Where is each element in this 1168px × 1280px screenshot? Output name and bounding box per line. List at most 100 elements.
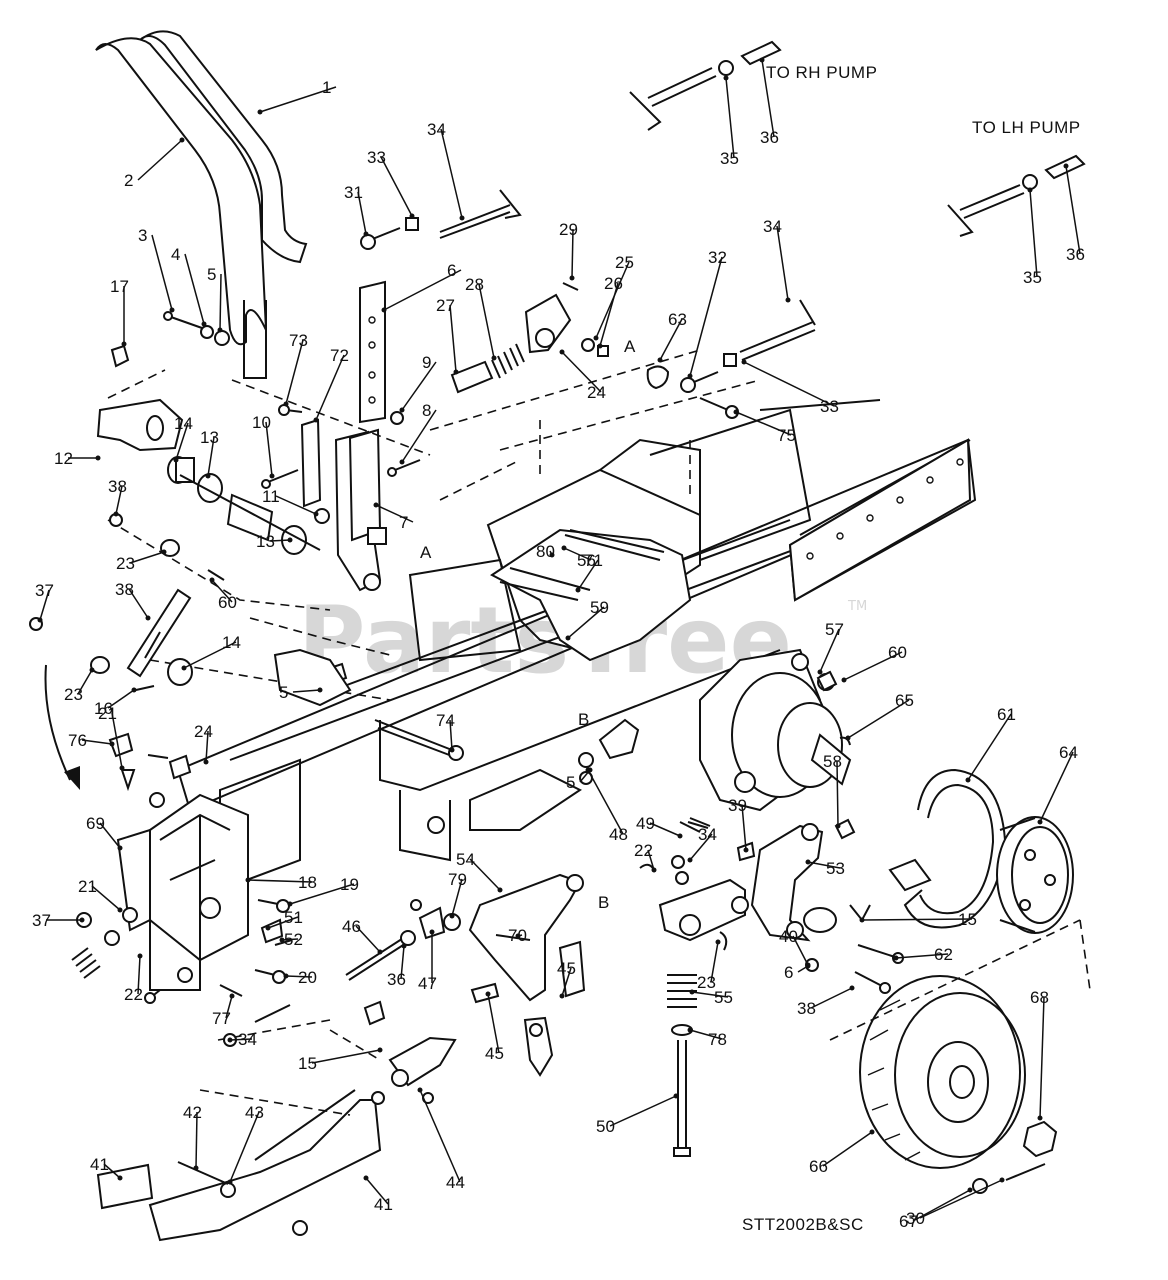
- callout-leader: [289, 883, 355, 905]
- callout-arrowhead: [965, 777, 971, 783]
- top-hardware: [110, 189, 522, 368]
- callout-label: 1: [322, 78, 331, 97]
- callout-label: 74: [436, 711, 455, 730]
- callout-arrowhead: [575, 587, 581, 593]
- callout-arrowhead: [399, 459, 405, 465]
- callout-arrowhead: [559, 993, 565, 999]
- callout-label: 46: [342, 917, 361, 936]
- callout-arrowhead: [283, 401, 289, 407]
- rh-pump-link: [629, 40, 782, 131]
- callout-arrowhead: [401, 943, 407, 949]
- callout-arrowhead: [117, 845, 123, 851]
- callout-leader: [587, 769, 624, 835]
- callout-leader: [1039, 996, 1045, 1119]
- callout-leader: [383, 269, 462, 311]
- callout-arrowhead: [565, 635, 571, 641]
- callout-arrowhead: [429, 929, 435, 935]
- callout-label: 60: [888, 643, 907, 662]
- callout-leader: [807, 861, 841, 869]
- callout-leader: [207, 436, 215, 477]
- callout-arrowhead: [229, 993, 235, 999]
- callout-leader: [128, 588, 149, 619]
- callout-leader: [285, 339, 304, 405]
- callout-label: 35: [1023, 268, 1042, 287]
- callout-arrowhead: [459, 215, 465, 221]
- callout-arrowhead: [733, 409, 739, 415]
- callout-arrowhead: [723, 75, 729, 81]
- callout-label: 63: [668, 310, 687, 329]
- callout-leader: [912, 1189, 971, 1222]
- callout-arrowhead: [109, 741, 115, 747]
- callout-arrowhead: [587, 767, 593, 773]
- pump-mount-plate: [490, 528, 692, 662]
- callout-arrowhead: [245, 877, 251, 883]
- callout-arrowhead: [377, 1047, 383, 1053]
- drawing-number: STT2002B&SC: [742, 1215, 864, 1234]
- clevis-parts: [363, 982, 554, 1104]
- callout-leader: [219, 273, 222, 331]
- callout-leader: [599, 282, 619, 347]
- callout-label: 65: [895, 691, 914, 710]
- callout-leader: [487, 993, 500, 1054]
- callout-label: 59: [590, 598, 609, 617]
- callout-arrowhead: [1027, 187, 1033, 193]
- callout-label: 61: [997, 705, 1016, 724]
- reference-letter: B: [578, 710, 589, 729]
- reference-letter: A: [420, 543, 432, 562]
- callout-arrowhead: [131, 687, 137, 693]
- callout-leader: [649, 822, 681, 837]
- callout-arrowhead: [449, 913, 455, 919]
- note-to-lh-pump: TO LH PUMP: [972, 118, 1081, 137]
- callout-leader: [229, 1038, 253, 1041]
- callout-label: 38: [115, 580, 134, 599]
- callout-arrowhead: [203, 759, 209, 765]
- callout-arrowhead: [217, 327, 223, 333]
- callout-leader: [822, 1131, 873, 1167]
- callout-leader: [776, 225, 789, 301]
- callout-label: 54: [456, 850, 475, 869]
- callout-label: 50: [596, 1117, 615, 1136]
- callout-leader: [689, 256, 723, 377]
- callout-leader: [1029, 189, 1038, 278]
- callout-leader: [205, 730, 209, 763]
- callout-label: 21: [98, 704, 117, 723]
- callout-label: 23: [697, 973, 716, 992]
- callout-leader: [211, 579, 233, 603]
- callout-label: 8: [422, 401, 431, 420]
- callout-leader: [847, 699, 910, 739]
- callout-leader: [843, 651, 903, 681]
- callout-label: 53: [826, 859, 845, 878]
- callout-label: 32: [708, 248, 727, 267]
- callout-label: 31: [344, 183, 363, 202]
- callout-leader: [292, 689, 321, 693]
- callout-leader: [285, 975, 313, 978]
- callout-leader: [861, 918, 973, 921]
- callout-leader: [357, 191, 367, 235]
- callout-label: 37: [32, 911, 51, 930]
- callout-leader: [400, 945, 405, 980]
- callout-label: 28: [465, 275, 484, 294]
- misc-hardware: [639, 670, 904, 994]
- callout-arrowhead: [169, 307, 175, 313]
- callout-label: 37: [35, 581, 54, 600]
- callout-leader: [561, 351, 602, 393]
- callout-leader: [659, 318, 683, 361]
- callout-leader: [919, 1179, 1003, 1219]
- callout-leader: [401, 361, 437, 411]
- callout-label: 5: [566, 773, 575, 792]
- callout-leader: [689, 833, 713, 861]
- callout-arrowhead: [835, 823, 841, 829]
- reference-letter: B: [598, 893, 609, 912]
- callout-arrowhead: [999, 1177, 1005, 1183]
- callout-leader: [449, 719, 453, 751]
- callout-arrowhead: [121, 341, 127, 347]
- motion-arrowhead: [64, 766, 80, 790]
- callout-arrowhead: [849, 985, 855, 991]
- callout-arrowhead: [785, 297, 791, 303]
- callout-label: 22: [124, 985, 143, 1004]
- callout-arrowhead: [209, 577, 215, 583]
- brake-pivot: [468, 873, 749, 1002]
- callout-leader: [895, 953, 949, 959]
- callout-arrowhead: [687, 373, 693, 379]
